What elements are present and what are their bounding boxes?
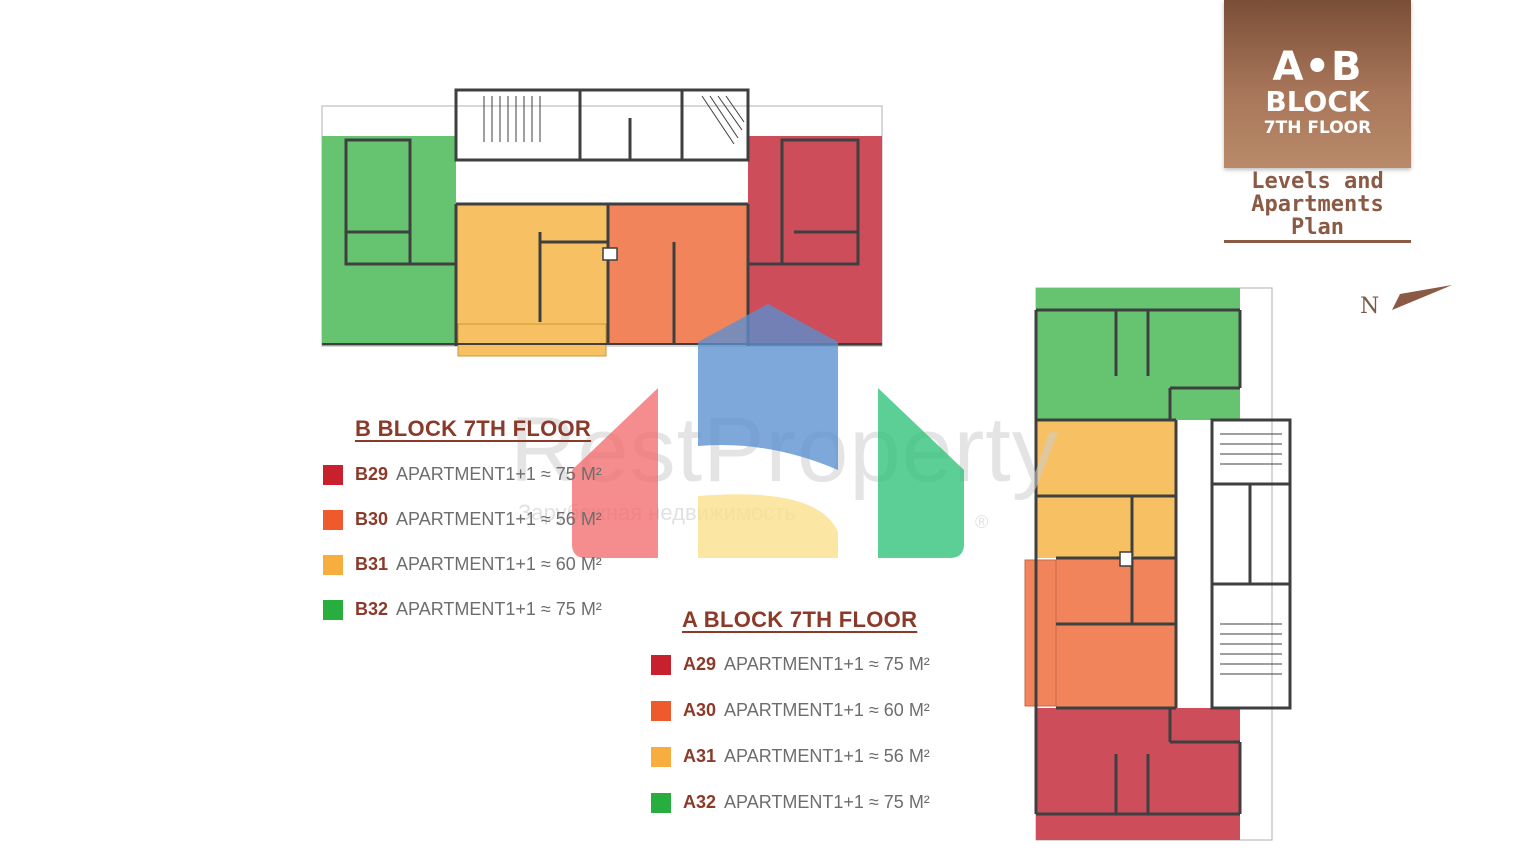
levels-caption-line-2: Apartments — [1251, 192, 1384, 217]
legend-swatch — [651, 747, 671, 768]
a-block-floor-plan — [1024, 287, 1292, 841]
a30-unit — [1056, 558, 1176, 708]
b31-unit — [456, 204, 608, 324]
a29-unit — [1036, 708, 1240, 840]
b32-unit — [322, 136, 456, 346]
legend-swatch — [651, 793, 671, 814]
b30-unit — [608, 204, 748, 344]
levels-caption: Levels and Apartments Plan — [1224, 170, 1411, 239]
legend-swatch — [651, 701, 671, 722]
caption-underline — [1224, 240, 1411, 243]
legend-swatch — [323, 555, 343, 576]
legend-swatch — [651, 655, 671, 676]
legend-swatch — [323, 465, 343, 486]
badge-block-letters: A•B — [1272, 44, 1363, 90]
a32-unit — [1036, 288, 1240, 420]
north-arrow-icon — [1392, 285, 1452, 310]
watermark-logo-icon — [572, 304, 964, 558]
badge-floor: 7TH FLOOR — [1263, 118, 1372, 138]
watermark-registered-mark: ® — [975, 512, 989, 532]
legend-swatch — [323, 510, 343, 531]
north-label: N — [1360, 294, 1380, 319]
a31-unit — [1036, 420, 1176, 558]
a-block-legend-title: A BLOCK 7TH FLOOR — [682, 607, 918, 632]
levels-caption-line-3: Plan — [1291, 215, 1344, 240]
legend-swatch — [323, 600, 343, 621]
b31-balcony — [457, 323, 607, 357]
a30-balcony — [1024, 559, 1057, 707]
levels-caption-line-1: Levels and — [1251, 169, 1384, 194]
b-block-legend-title: B BLOCK 7TH FLOOR — [355, 416, 592, 441]
block-badge: A•B BLOCK 7TH FLOOR — [1224, 0, 1411, 168]
badge-block-word: BLOCK — [1265, 85, 1370, 118]
